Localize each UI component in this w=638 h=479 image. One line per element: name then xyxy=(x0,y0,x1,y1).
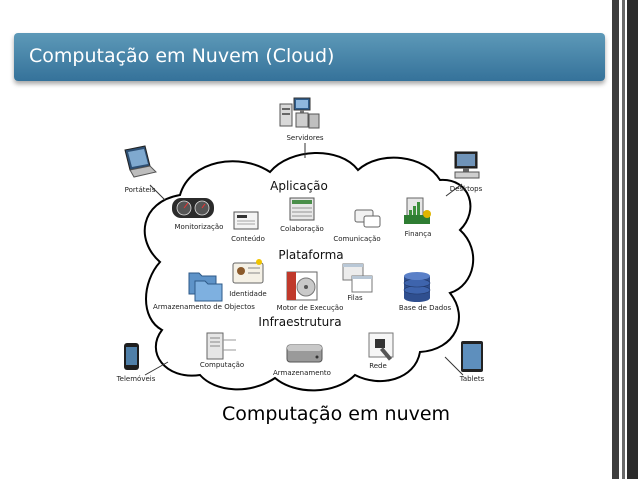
dashboard-icon xyxy=(172,198,214,218)
label-communication: Comunicação xyxy=(333,235,380,243)
label-network: Rede xyxy=(369,362,387,370)
label-collaboration: Colaboração xyxy=(280,225,324,233)
identity-card-icon xyxy=(232,259,264,284)
collaboration-icon xyxy=(289,197,315,221)
label-desktops: Desktops xyxy=(450,185,483,193)
hard-drive-icon xyxy=(286,344,323,363)
folders-icon xyxy=(188,272,223,302)
server-tower-icon xyxy=(206,332,236,360)
finance-icon xyxy=(404,197,431,224)
servers-icon xyxy=(279,97,320,129)
cloud-diagram: Servidores Portáteis Desktops Telemóveis… xyxy=(116,97,485,425)
label-database: Base de Dados xyxy=(399,304,452,312)
label-block-storage: Armazenamento xyxy=(273,369,331,377)
label-laptops: Portáteis xyxy=(125,186,156,194)
slide-title-bar: Computação em Nuvem (Cloud) xyxy=(14,33,605,81)
label-content: Conteúdo xyxy=(231,235,265,243)
section-application: Aplicação xyxy=(270,179,328,193)
label-tablets: Tablets xyxy=(459,375,485,383)
slide-edge-decoration xyxy=(612,0,638,479)
label-phones: Telemóveis xyxy=(116,375,156,383)
label-identity: Identidade xyxy=(229,290,266,298)
network-icon xyxy=(368,332,394,361)
diagram-caption: Computação em nuvem xyxy=(222,403,450,425)
slide-title: Computação em Nuvem (Cloud) xyxy=(29,45,335,67)
newspaper-icon xyxy=(233,211,259,230)
connector-lines xyxy=(144,143,464,376)
label-compute: Computação xyxy=(200,361,244,369)
label-runtime: Motor de Execução xyxy=(277,304,344,312)
runtime-icon xyxy=(286,271,318,301)
queues-icon xyxy=(342,263,373,293)
label-object-storage: Armazenamento de Objectos xyxy=(153,303,255,311)
label-monitoring: Monitorização xyxy=(175,223,224,231)
database-icon xyxy=(403,272,431,302)
desktop-icon xyxy=(454,151,480,179)
label-finance: Finança xyxy=(405,230,432,238)
tablet-icon xyxy=(461,341,483,372)
label-queues: Filas xyxy=(347,294,363,302)
section-infrastructure: Infraestrutura xyxy=(258,315,341,329)
chat-bubbles-icon xyxy=(354,209,381,228)
phone-icon xyxy=(124,343,139,370)
laptop-icon xyxy=(124,145,157,178)
section-platform: Plataforma xyxy=(278,248,343,262)
label-servers: Servidores xyxy=(286,134,323,142)
